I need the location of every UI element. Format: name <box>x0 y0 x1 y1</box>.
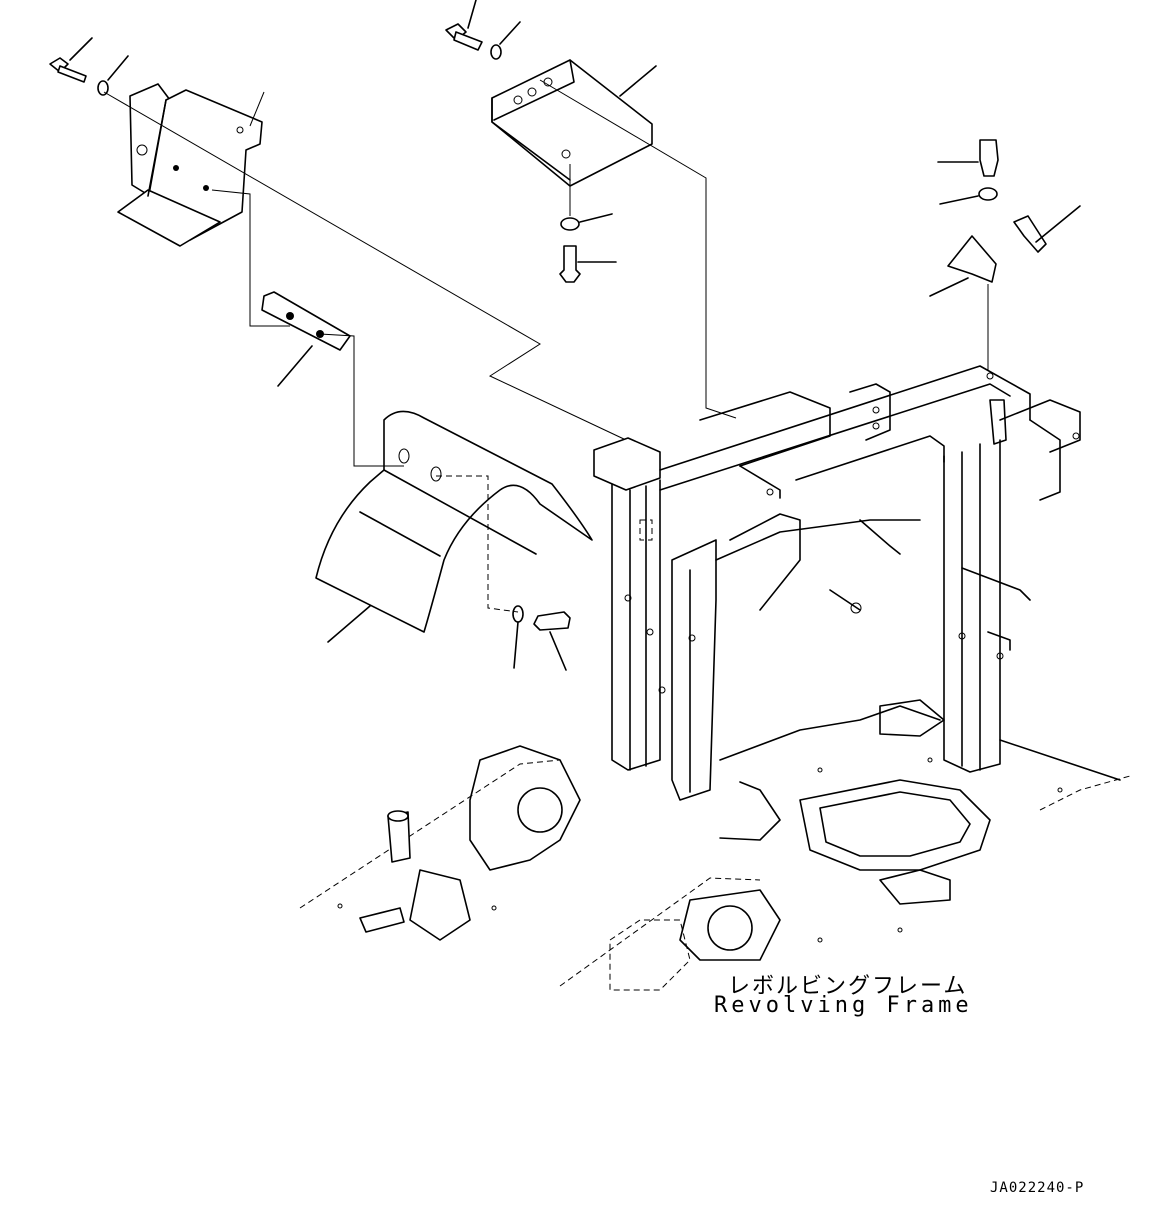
frame-name-japanese: レボルビングフレーム <box>728 974 968 999</box>
cover-plate-top <box>491 59 657 187</box>
base-deck <box>299 699 1131 991</box>
bolt-top-left <box>49 37 129 96</box>
cover-bracket-left <box>117 83 263 247</box>
frame-name-english: Revolving Frame <box>714 993 973 1018</box>
leader-lines <box>103 79 737 613</box>
bolt-top-center <box>445 0 521 60</box>
revolving-frame <box>593 365 1081 801</box>
curved-cover <box>315 410 593 643</box>
bracket-right <box>929 139 1081 370</box>
washer-bolt-lower <box>512 605 571 671</box>
washer-bolt-center <box>559 164 617 283</box>
drawing-number: JA022240-P <box>990 1180 1085 1196</box>
spacer-plate <box>261 291 351 387</box>
